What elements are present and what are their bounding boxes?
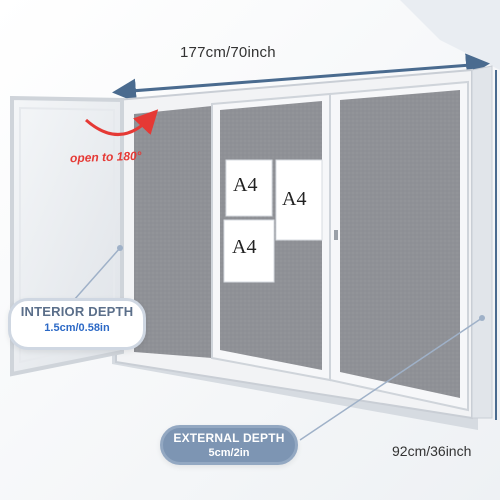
- paper-a4-right: [275, 159, 323, 241]
- paper-a4-label-3: A4: [232, 236, 257, 258]
- interior-depth-title: INTERIOR DEPTH: [20, 304, 134, 319]
- interior-depth-value: 1.5cm/0.58in: [44, 322, 110, 334]
- external-depth-badge: EXTERNAL DEPTH 5cm/2in: [160, 425, 298, 465]
- background-shade: [400, 0, 500, 70]
- paper-a4-label-1: A4: [233, 174, 258, 196]
- corkboard-right: [340, 90, 460, 398]
- external-depth-title: EXTERNAL DEPTH: [173, 431, 285, 445]
- cabinet-side: [471, 65, 493, 419]
- door-handle-right[interactable]: [334, 230, 338, 240]
- external-depth-callout-line: [299, 317, 483, 441]
- red-arc-arrow-icon: [85, 109, 159, 136]
- interior-depth-badge: INTERIOR DEPTH 1.5cm/0.58in: [8, 298, 146, 350]
- open-angle-label: open to 180°: [69, 148, 142, 166]
- external-depth-callout-dot: [479, 315, 485, 321]
- width-label: 177cm/70inch: [180, 44, 276, 61]
- paper-a4-top-left: [225, 159, 273, 217]
- height-label: 92cm/36inch: [392, 443, 472, 459]
- paper-a4-bottom-left: [223, 219, 275, 283]
- corkboard-left: [134, 106, 212, 358]
- width-dimension-line: [112, 53, 490, 103]
- interior-depth-callout-dot: [117, 245, 123, 251]
- external-depth-value: 5cm/2in: [208, 447, 250, 459]
- paper-a4-label-2: A4: [282, 188, 307, 210]
- interior-depth-callout-line: [73, 247, 121, 301]
